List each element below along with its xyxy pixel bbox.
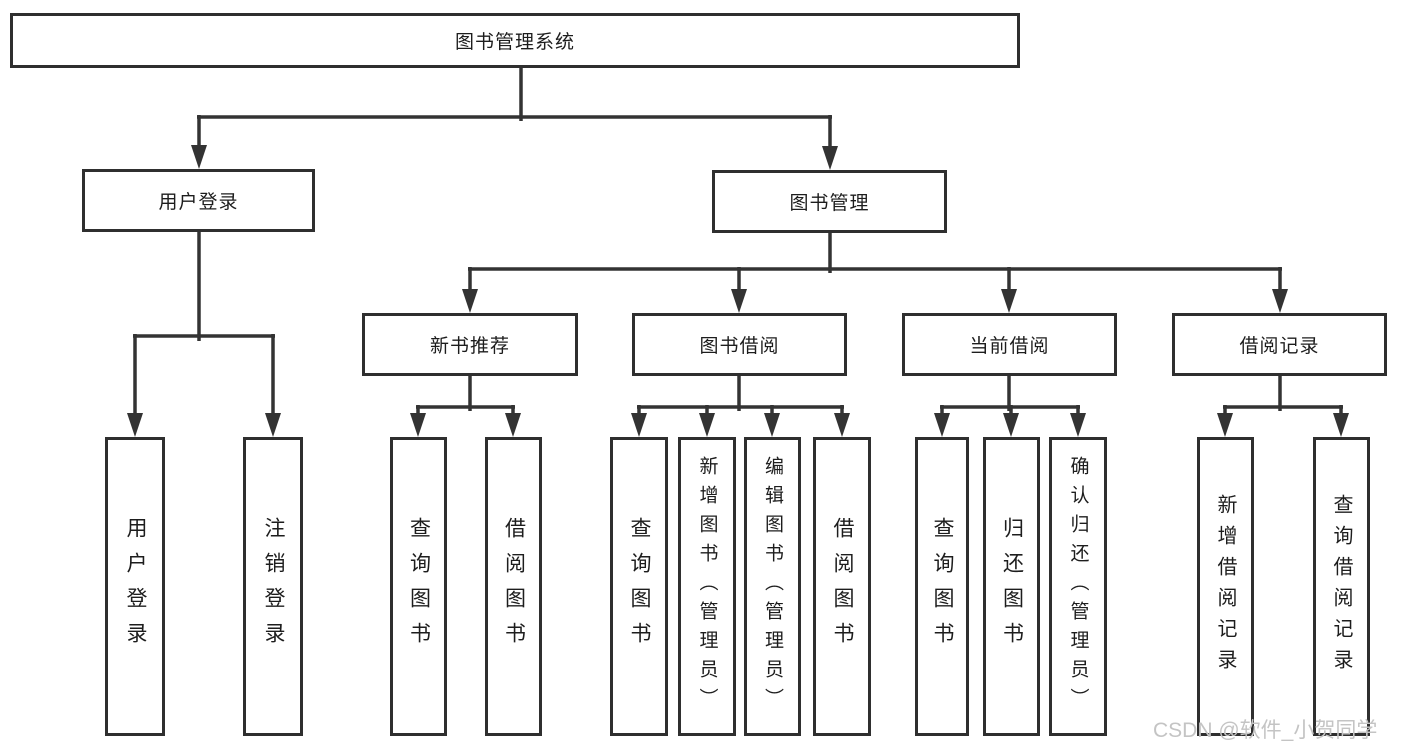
- leaf-query-books-borrow-label: 查询图书: [628, 516, 651, 657]
- leaf-query-books-current-label: 查询图书: [931, 516, 954, 657]
- connector-current-borrowing-children: [934, 374, 1086, 437]
- leaf-query-books-current: 查询图书: [915, 437, 969, 736]
- arrowhead: [127, 413, 143, 437]
- connector-user-login-children: [127, 231, 281, 437]
- leaf-return-books: 归还图书: [983, 437, 1040, 736]
- csdn-watermark: CSDN @软件_小贺同学: [1153, 719, 1378, 742]
- leaf-logout-label: 注销登录: [262, 516, 285, 657]
- arrowhead: [1001, 289, 1017, 313]
- node-book-borrowing-label: 图书借阅: [699, 336, 780, 357]
- node-book-management: 图书管理: [712, 170, 947, 233]
- arrowhead: [934, 413, 950, 437]
- leaf-query-borrow-record: 查询借阅记录: [1313, 437, 1370, 736]
- node-book-borrowing: 图书借阅: [632, 313, 847, 376]
- node-book-management-label: 图书管理: [789, 193, 870, 214]
- connector-new-book-children: [410, 374, 521, 437]
- leaf-borrow-books-recommend-label: 借阅图书: [502, 516, 526, 657]
- node-current-borrowing-label: 当前借阅: [969, 336, 1050, 357]
- node-current-borrowing: 当前借阅: [902, 313, 1117, 376]
- node-user-login: 用户登录: [82, 169, 315, 232]
- node-new-book-recommendation: 新书推荐: [362, 313, 578, 376]
- arrowhead: [265, 413, 281, 437]
- leaf-add-books-admin: 新增图书（管理员）: [678, 437, 736, 736]
- leaf-borrow-books-label: 借阅图书: [831, 516, 854, 657]
- node-borrowing-records: 借阅记录: [1172, 313, 1387, 376]
- arrowhead: [1333, 413, 1349, 437]
- leaf-user-login-label: 用户登录: [124, 516, 147, 657]
- node-root-label: 图书管理系统: [454, 32, 575, 53]
- leaf-add-borrow-record-label: 新增借阅记录: [1214, 493, 1236, 680]
- arrowhead: [631, 413, 647, 437]
- leaf-logout: 注销登录: [243, 437, 303, 736]
- arrowhead: [731, 289, 747, 313]
- arrowhead: [834, 413, 850, 437]
- arrowhead: [1217, 413, 1233, 437]
- connector-book-borrowing-children: [631, 374, 850, 437]
- leaf-confirm-return-admin-label: 确认归还（管理员）: [1067, 456, 1089, 717]
- arrowhead: [1272, 289, 1288, 313]
- node-new-book-recommendation-label: 新书推荐: [429, 336, 510, 357]
- arrowhead: [764, 413, 780, 437]
- arrowhead: [191, 145, 207, 169]
- arrowhead: [1070, 413, 1086, 437]
- leaf-query-borrow-record-label: 查询借阅记录: [1330, 493, 1352, 680]
- leaf-add-books-admin-label: 新增图书（管理员）: [696, 456, 718, 717]
- leaf-query-books-recommend-label: 查询图书: [407, 516, 431, 657]
- node-root: 图书管理系统: [10, 13, 1020, 68]
- leaf-query-books-recommend: 查询图书: [390, 437, 447, 736]
- leaf-user-login: 用户登录: [105, 437, 165, 736]
- arrowhead: [462, 289, 478, 313]
- leaf-confirm-return-admin: 确认归还（管理员）: [1049, 437, 1107, 736]
- arrowhead: [699, 413, 715, 437]
- leaf-edit-books-admin-label: 编辑图书（管理员）: [762, 456, 783, 717]
- arrowhead: [822, 146, 838, 170]
- leaf-add-borrow-record: 新增借阅记录: [1197, 437, 1254, 736]
- connector-book-management-children: [462, 232, 1288, 313]
- arrowhead: [410, 413, 426, 437]
- leaf-edit-books-admin: 编辑图书（管理员）: [744, 437, 801, 736]
- leaf-query-books-borrow: 查询图书: [610, 437, 668, 736]
- node-user-login-label: 用户登录: [158, 192, 239, 213]
- connector-borrowing-records-children: [1217, 374, 1349, 437]
- leaf-return-books-label: 归还图书: [1000, 516, 1024, 657]
- connector-root-to-level2: [191, 66, 838, 170]
- node-borrowing-records-label: 借阅记录: [1239, 336, 1320, 357]
- arrowhead: [1003, 413, 1019, 437]
- arrowhead: [505, 413, 521, 437]
- leaf-borrow-books: 借阅图书: [813, 437, 871, 736]
- leaf-borrow-books-recommend: 借阅图书: [485, 437, 542, 736]
